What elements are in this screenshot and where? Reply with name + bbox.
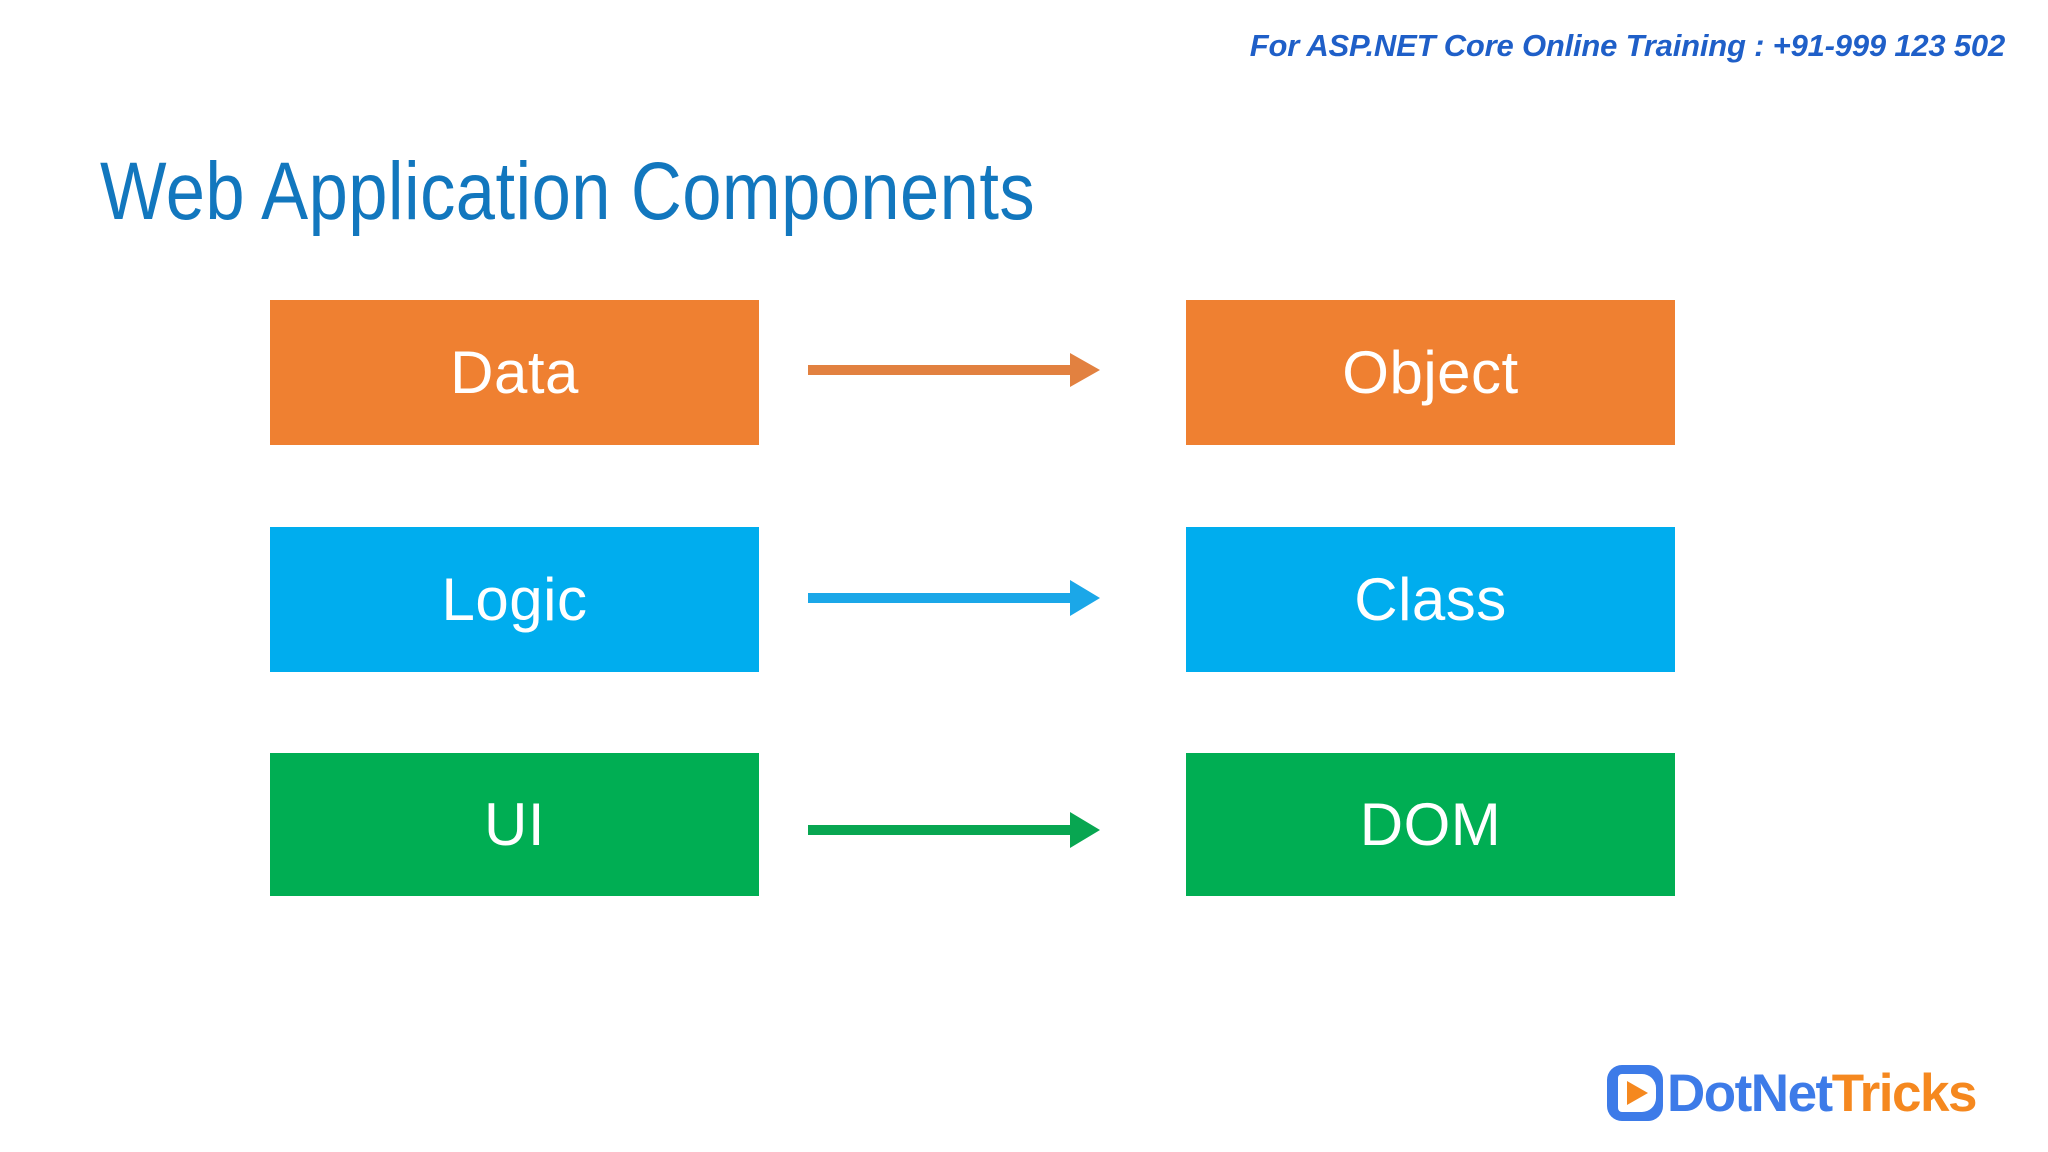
contact-training-line: For ASP.NET Core Online Training : +91-9… bbox=[1249, 28, 2005, 63]
target-box-dom: DOM bbox=[1186, 753, 1675, 896]
target-box-object: Object bbox=[1186, 300, 1675, 445]
play-button-icon bbox=[1607, 1065, 1663, 1121]
logo-word-dotnet: DotNet bbox=[1667, 1063, 1833, 1123]
source-box-logic: Logic bbox=[270, 527, 759, 672]
logo-word-tricks: Tricks bbox=[1831, 1063, 1978, 1123]
target-box-class: Class bbox=[1186, 527, 1675, 672]
source-box-data: Data bbox=[270, 300, 759, 445]
source-box-ui: UI bbox=[270, 753, 759, 896]
arrow-right-icon-ui-dom bbox=[808, 808, 1100, 852]
arrow-right-icon-logic-class bbox=[808, 576, 1100, 620]
page-title: Web Application Components bbox=[100, 145, 1036, 237]
arrow-right-icon-data-object bbox=[808, 348, 1100, 392]
dotnettricks-logo: DotNet Tricks bbox=[1607, 1062, 1978, 1124]
